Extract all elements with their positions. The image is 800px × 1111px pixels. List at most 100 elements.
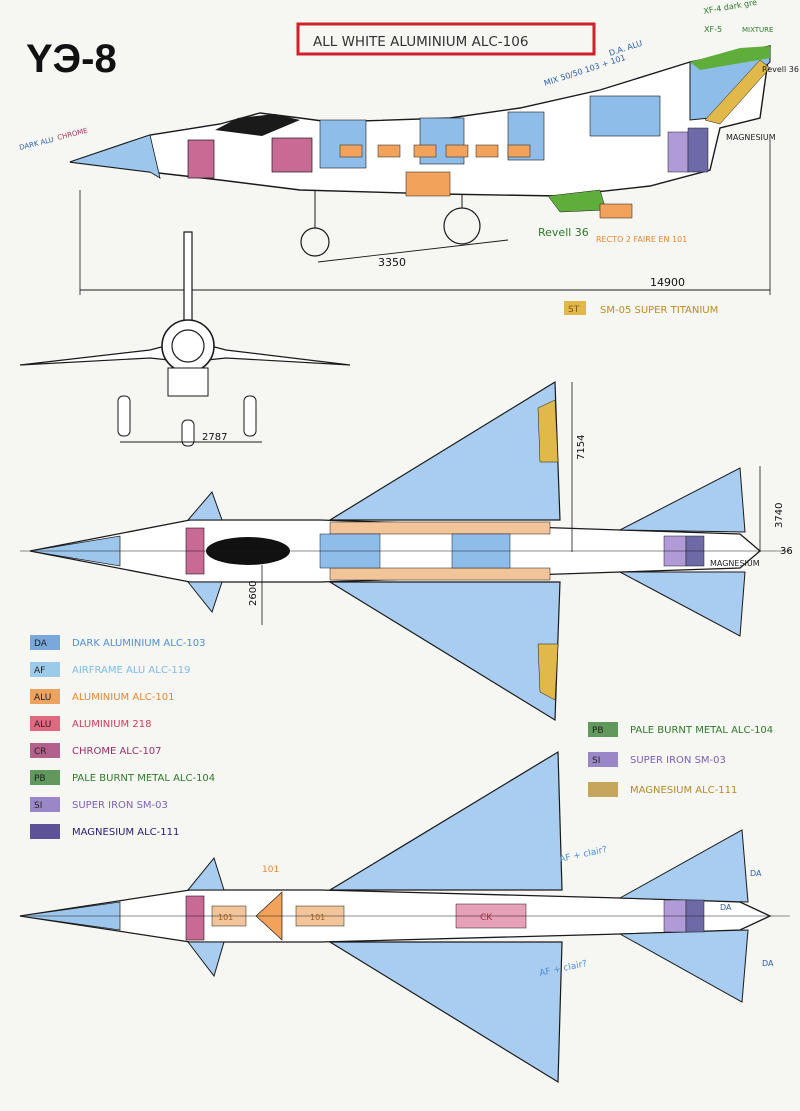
header-note-box xyxy=(296,22,596,56)
label-revell-top: Revell 36 xyxy=(762,65,799,74)
legend-left-swatch xyxy=(30,743,60,758)
legend-left-code: ALU xyxy=(34,720,51,730)
front-intake-inner xyxy=(171,329,205,363)
top-wing-lower-st xyxy=(537,643,559,701)
legend-left-label: AIRFRAME ALU ALC-119 xyxy=(72,665,191,676)
bottom-wing-lower xyxy=(327,941,563,1084)
dim-tail: 3740 xyxy=(774,503,785,528)
bottom-tail-upper xyxy=(618,829,749,903)
bottom-wing-upper xyxy=(327,750,563,891)
side-nose-wheel xyxy=(300,227,330,257)
legend-left-label: PALE BURNT METAL ALC-104 xyxy=(72,773,215,784)
front-view: 2787 xyxy=(19,231,351,447)
legend-left-swatch xyxy=(30,689,60,704)
bottom-tail-lower xyxy=(618,929,749,1003)
legend-right-label: SUPER IRON SM-03 xyxy=(630,755,726,766)
front-fin xyxy=(183,231,193,331)
side-alu-lower xyxy=(405,171,451,197)
side-da-1 xyxy=(319,119,367,169)
side-nose-panel xyxy=(69,134,161,179)
legend-right-swatch xyxy=(588,722,618,737)
legend-left-code: ALU xyxy=(34,693,51,703)
legend-left-swatch xyxy=(30,797,60,812)
side-alu-6 xyxy=(507,144,531,158)
label-dark-green-a: XF-4 dark gre xyxy=(703,0,758,16)
bottom-label-ck: CK xyxy=(480,913,493,923)
dim-length: 14900 xyxy=(650,276,685,289)
label-mix: MIX 50/50 103 + 101 xyxy=(543,53,627,88)
legend-left-label: MAGNESIUM ALC-111 xyxy=(72,827,179,838)
label-chrome: CHROME xyxy=(57,127,89,142)
legend-left-swatch xyxy=(30,824,60,839)
top-wing-upper xyxy=(327,380,561,521)
top-tail-upper xyxy=(619,467,746,533)
side-view: 3350 14900 DARK ALU CHROME D.A. ALU MIX … xyxy=(19,0,799,295)
dim-fuselage: 2600 xyxy=(248,581,259,606)
bottom-label-101-mid: 101 xyxy=(310,913,325,922)
label-revell-bottom: Revell 36 xyxy=(538,226,589,239)
dim-wheelbase: 3350 xyxy=(378,256,406,269)
label-36-top: 36 xyxy=(780,546,793,557)
side-main-wheel xyxy=(443,207,481,245)
legend-left-label: CHROME ALC-107 xyxy=(72,746,162,757)
legend-left-code: SI xyxy=(34,801,42,811)
legend-right-label: MAGNESIUM ALC-111 xyxy=(630,785,737,796)
legend-left-label: DARK ALUMINIUM ALC-103 xyxy=(72,638,206,649)
top-canard-lower xyxy=(186,581,223,614)
label-recto: RECTO 2 FAIRE EN 101 xyxy=(596,235,687,244)
label-da-alu: D.A. ALU xyxy=(608,39,644,58)
legend-left-code: AF xyxy=(34,666,45,676)
side-alu-3 xyxy=(413,144,437,158)
legend-left-code: CR xyxy=(34,747,47,757)
legend-left-swatch xyxy=(30,635,60,650)
bottom-chrome-band xyxy=(185,895,205,941)
label-magnesium-top: MAGNESIUM xyxy=(710,559,760,568)
side-exhaust-si xyxy=(667,131,689,173)
swatch-st-code: ST xyxy=(568,305,580,315)
front-body xyxy=(167,367,209,397)
label-dark-green-b: XF-5 xyxy=(704,25,722,34)
top-tail-lower xyxy=(619,571,746,637)
front-gear-n xyxy=(181,419,195,447)
header-note: ALL WHITE ALUMINIUM ALC-106 xyxy=(313,34,528,50)
dim-span: 7154 xyxy=(576,435,587,460)
legend-left-label: ALUMINIUM 218 xyxy=(72,719,151,730)
legend-left-code: DA xyxy=(34,639,48,649)
legend-right-code: PB xyxy=(592,726,604,736)
legend-left-swatch xyxy=(30,770,60,785)
side-ck-band xyxy=(271,137,313,173)
legend-right-code: SI xyxy=(592,756,600,766)
legend-left-code: PB xyxy=(34,774,46,784)
legend-right-swatch xyxy=(588,752,618,767)
top-wing-lower xyxy=(327,581,561,722)
legend-left-label: SUPER IRON SM-03 xyxy=(72,800,168,811)
side-chrome-band xyxy=(187,139,215,179)
top-intake-lower xyxy=(329,567,551,581)
label-magnesium-side: MAGNESIUM xyxy=(726,133,776,142)
bottom-canard-upper xyxy=(186,856,225,891)
legend-right-label: PALE BURNT METAL ALC-104 xyxy=(630,725,773,736)
dim-wheelbase-line xyxy=(317,239,509,263)
front-gear-l xyxy=(117,395,131,437)
dim-track: 2787 xyxy=(202,432,227,443)
aircraft-title: YЭ-8 xyxy=(26,37,117,81)
side-alu-5 xyxy=(475,144,499,158)
top-intake-upper xyxy=(329,521,551,535)
label-mixture: MIXTURE xyxy=(742,26,773,34)
bottom-label-da-1: DA xyxy=(750,869,762,878)
top-view: 7154 3740 2600 36 MAGNESIUM xyxy=(20,380,793,722)
legend-right-swatch xyxy=(588,782,618,797)
side-fin-st xyxy=(704,59,771,125)
side-alu-2 xyxy=(377,144,401,158)
side-alu-1 xyxy=(339,144,363,158)
front-gear-r xyxy=(243,395,257,437)
side-fin-green xyxy=(690,46,770,70)
legend-left-swatch xyxy=(30,716,60,731)
top-canard-upper xyxy=(186,491,223,521)
legend-left-swatch xyxy=(30,662,60,677)
top-wing-upper-st xyxy=(537,399,559,463)
label-dark-alu: DARK ALU xyxy=(19,136,55,152)
